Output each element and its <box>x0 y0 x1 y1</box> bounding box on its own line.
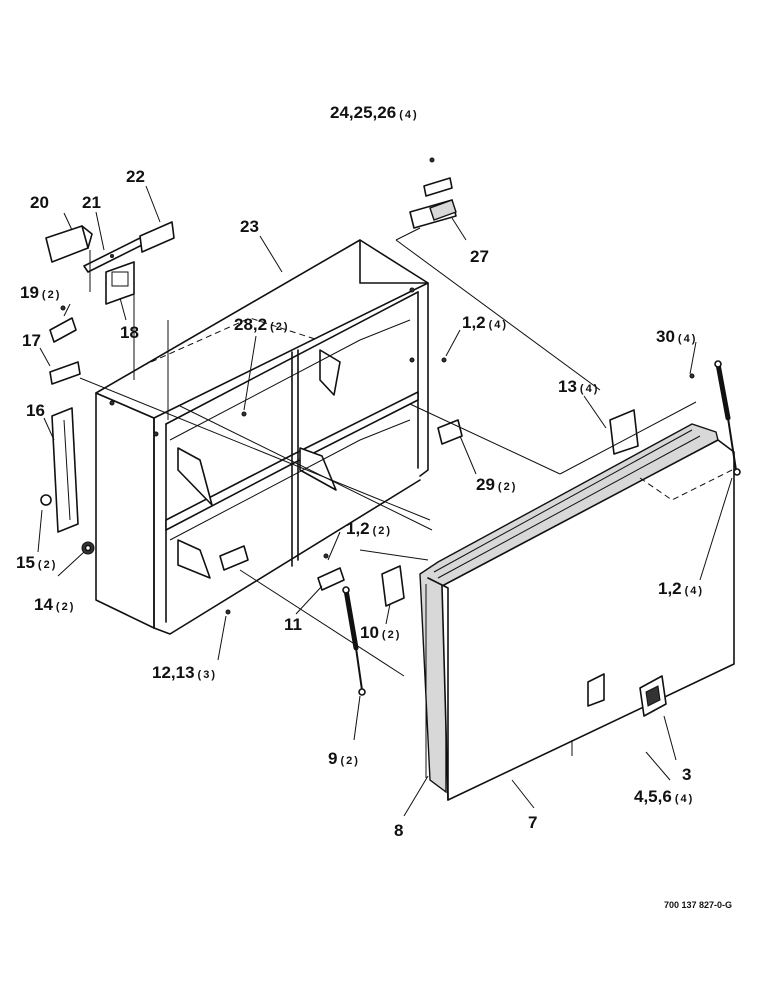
plate-19 <box>49 305 77 343</box>
screw-12 <box>225 609 231 615</box>
bumper-15 <box>40 494 52 506</box>
callout-16: 16 <box>26 401 45 420</box>
bracket-11 <box>317 567 345 591</box>
callout-17: 17 <box>22 331 41 350</box>
callout-11: 11 <box>284 615 302 634</box>
screw-1a <box>441 357 447 363</box>
screw-28 <box>241 411 247 417</box>
callout-1-2-top: 1,2(4) <box>462 313 508 332</box>
strip-21 <box>83 237 145 273</box>
gas-strut-left <box>342 586 366 696</box>
callout-3: 3 <box>682 765 691 784</box>
callout-9: 9(2) <box>328 749 360 768</box>
callout-27: 27 <box>470 247 489 266</box>
pad-22 <box>139 221 175 253</box>
callout-7: 7 <box>528 813 537 832</box>
drawing-reference-code: 700 137 827-0-G <box>664 900 732 910</box>
callout-29: 29(2) <box>476 475 517 494</box>
bracket-20 <box>45 225 93 263</box>
door-face <box>441 439 735 801</box>
bracket-inner <box>219 545 249 571</box>
cabinet-front-left-face <box>95 392 155 629</box>
bracket-27 <box>409 199 457 229</box>
door-panel <box>419 423 735 801</box>
callout-10: 10(2) <box>360 623 401 642</box>
plate-18 <box>105 261 135 305</box>
callout-1-2-mid: 1,2(2) <box>346 519 392 538</box>
gas-strut-right <box>714 360 741 476</box>
callout-18: 18 <box>120 323 139 342</box>
screw-1b <box>323 553 329 559</box>
callout-13-upper: 13(4) <box>558 377 599 396</box>
callout-4-5-6: 4,5,6(4) <box>634 787 694 806</box>
screw-30 <box>689 373 695 379</box>
callout-labels: 24,25,26(4) 22 20 21 23 27 19(2) 28,2(2)… <box>16 103 732 910</box>
alignment-lines <box>79 227 733 756</box>
callout-24-25-26: 24,25,26(4) <box>330 103 419 122</box>
hinge-10 <box>381 565 405 607</box>
callout-28-2: 28,2(2) <box>234 315 290 334</box>
grommet-14 <box>81 541 95 555</box>
callout-22: 22 <box>126 167 145 186</box>
bracket-13 <box>609 409 639 455</box>
cabinet-right-edge <box>359 239 429 477</box>
callout-8: 8 <box>394 821 403 840</box>
leader-lines <box>37 185 733 817</box>
callout-20: 20 <box>30 193 49 212</box>
plate-24 <box>423 157 453 197</box>
callout-14: 14(2) <box>34 595 75 614</box>
callout-23: 23 <box>240 217 259 236</box>
callout-30: 30(4) <box>656 327 697 346</box>
cabinet-assembly <box>95 239 429 635</box>
bracket-29 <box>437 419 463 445</box>
strip-16 <box>51 407 79 533</box>
callout-12-13: 12,13(3) <box>152 663 217 682</box>
hinge-17 <box>49 361 81 385</box>
callout-19: 19(2) <box>20 283 61 302</box>
callout-21: 21 <box>82 193 101 212</box>
callout-1-2-right: 1,2(4) <box>658 579 704 598</box>
callout-15: 15(2) <box>16 553 57 572</box>
